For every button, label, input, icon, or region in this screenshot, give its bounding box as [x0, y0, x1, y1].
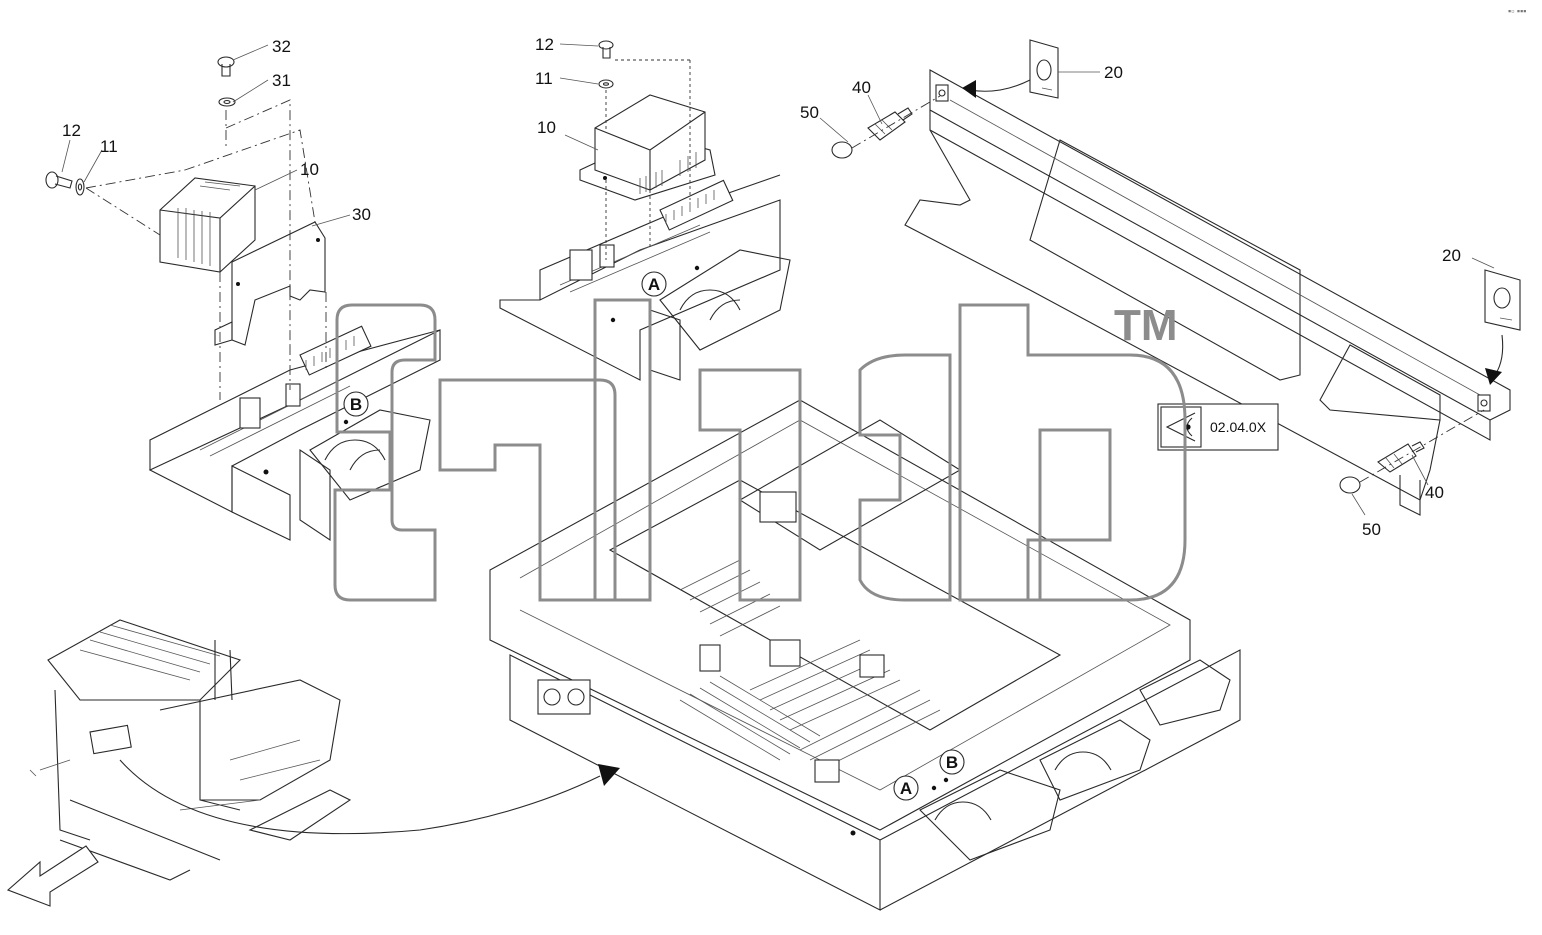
- callout-40-top: 40: [852, 78, 871, 97]
- bottom-connectors: [919, 659, 1231, 861]
- right-lamp-holder-bottom: [1477, 394, 1491, 412]
- callout-50-right: 50: [1362, 520, 1381, 539]
- marker-b-left: B: [343, 391, 369, 425]
- socket-pair: [537, 679, 591, 715]
- callout-12: 12: [62, 121, 81, 140]
- hollow-arrow-icon: [6, 845, 99, 907]
- label-plate-20-right: [1484, 269, 1521, 331]
- left-washer-31: [218, 97, 236, 107]
- left-module-10: [159, 177, 256, 273]
- left-washer-11: [75, 178, 85, 196]
- callout-11: 11: [100, 137, 118, 156]
- marker-b-bottom: B: [939, 749, 965, 783]
- right-lamp-holder-top: [935, 84, 949, 102]
- svg-text:B: B: [350, 395, 362, 414]
- middle-connector-strip: [569, 179, 791, 381]
- curved-arrow-icon: [962, 79, 1031, 98]
- svg-text:A: A: [648, 275, 660, 294]
- callout-40-right: 40: [1425, 483, 1444, 502]
- curved-arrow-icon: [119, 759, 620, 835]
- callout-11-middle: 11: [535, 69, 553, 88]
- callout-20-top: 20: [1104, 63, 1123, 82]
- corner-mark: ▪▫ ▪▪▪: [1508, 6, 1526, 16]
- middle-screw-12: [598, 40, 614, 59]
- middle-assembly: 12 11 10 A: [499, 35, 791, 381]
- callout-12-middle: 12: [535, 35, 554, 54]
- callout-30: 30: [352, 205, 371, 224]
- marker-a-top: A: [610, 265, 700, 323]
- left-bracket-30: [214, 221, 326, 346]
- cap-50-right: [1339, 476, 1361, 494]
- lamp-40-top: [867, 107, 913, 141]
- watermark-trademark: TM: [1114, 301, 1178, 350]
- middle-module-10: [579, 94, 716, 201]
- callout-31: 31: [272, 71, 291, 90]
- callout-10: 10: [300, 160, 319, 179]
- main-electrical-box: A B: [489, 399, 1241, 911]
- watermark-logo: TM: [333, 298, 1187, 602]
- label-plate-20-top: [1029, 39, 1059, 99]
- lamp-40-right: [1377, 441, 1425, 473]
- curved-arrow-icon: [1485, 334, 1504, 385]
- callout-10-middle: 10: [537, 118, 556, 137]
- callout-50-top: 50: [800, 103, 819, 122]
- middle-washer-11: [598, 79, 614, 89]
- svg-text:B: B: [946, 753, 958, 772]
- machine-overview: [6, 619, 620, 907]
- left-connector-strip: [239, 325, 431, 542]
- terminal-rows: [679, 491, 941, 783]
- marker-a-bottom: A: [893, 775, 937, 801]
- left-screw-12: [45, 171, 73, 189]
- left-assembly: 32 31 12 11 10 30 B: [45, 37, 441, 542]
- svg-text:A: A: [900, 779, 912, 798]
- left-screw-32: [217, 56, 235, 77]
- callout-32: 32: [272, 37, 291, 56]
- view-reference-box: 02.04.0X: [1157, 403, 1279, 451]
- cap-50-top: [831, 141, 853, 159]
- callout-20-right: 20: [1442, 246, 1461, 265]
- right-tray-assembly: 40 50 20 20 40 50 02.04.0X: [800, 39, 1521, 539]
- view-reference-label: 02.04.0X: [1210, 419, 1267, 435]
